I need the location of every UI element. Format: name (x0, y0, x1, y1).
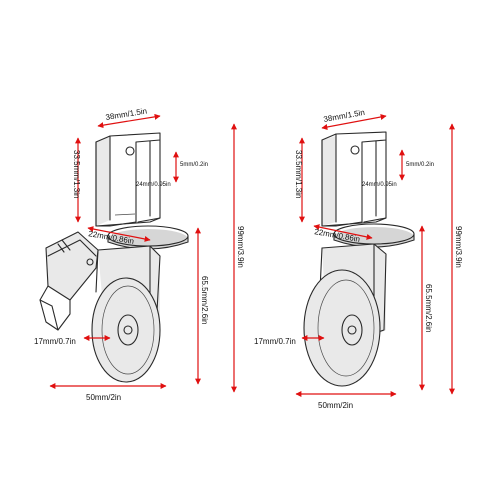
left-u-bracket (95, 132, 161, 227)
right-inner-width-label: 24mm/0.95in (362, 182, 397, 188)
left-brake-pedal (39, 231, 99, 331)
left-wheel-height-label: 65.5mm/2.6in (200, 276, 209, 324)
right-u-bracket (321, 131, 387, 227)
left-hole-label: 5mm/0.2in (180, 162, 208, 168)
right-wheel (303, 269, 381, 387)
right-wheel-height-label: 65.5mm/2.6in (424, 284, 433, 332)
left-top-width-arrow (97, 113, 161, 129)
left-bracket-height-label: 33.5mm/1.3in (72, 150, 81, 198)
right-total-height-label: 99mm/3.9in (454, 226, 463, 268)
left-wheel-width-label: 50mm/2in (86, 393, 121, 402)
right-mount-hole (350, 145, 360, 155)
left-inner-width-label: 24mm/0.95in (136, 182, 171, 188)
right-tread-label: 17mm/0.7in (254, 337, 296, 346)
left-mount-hole (125, 146, 135, 156)
right-hole-label: 5mm/0.2in (406, 162, 434, 168)
left-total-height-label: 99mm/3.9in (236, 226, 245, 268)
left-top-width-label: 38mm/1.5in (105, 107, 148, 122)
right-slot-arrow (313, 224, 373, 240)
left-tread-label: 17mm/0.7in (34, 337, 76, 346)
right-top-width-arrow (321, 114, 387, 130)
right-bracket-height-label: 33.5mm/1.3in (294, 150, 303, 198)
left-wheel (91, 277, 161, 383)
right-caster (303, 131, 415, 387)
left-slot-arrow (87, 226, 151, 242)
right-wheel-width-label: 50mm/2in (318, 401, 353, 410)
